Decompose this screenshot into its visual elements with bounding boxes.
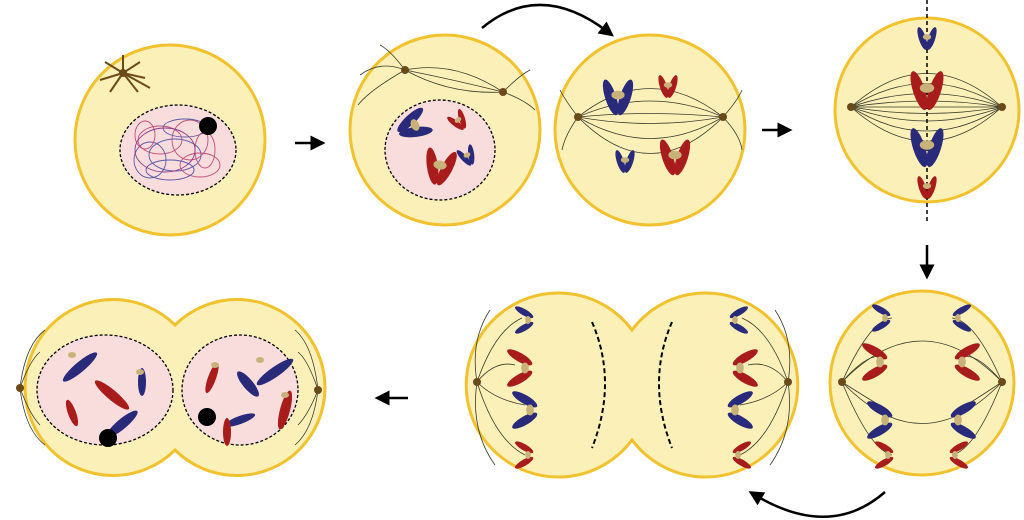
spindle-fibers: [19, 329, 319, 446]
prometaphase-cell: [553, 33, 747, 227]
interphase-cell: [73, 43, 267, 237]
telophase-cell: [464, 291, 800, 479]
decondensing-chromosomes: [62, 352, 294, 446]
anaphase-cell: [828, 289, 1016, 477]
nucleolus: [99, 429, 117, 447]
centrosome: [119, 69, 127, 77]
nucleus: [119, 104, 237, 196]
cleavage-line: [591, 321, 606, 449]
nucleolus: [199, 117, 217, 135]
spindle-fibers: [474, 309, 791, 466]
nucleolus: [198, 408, 216, 426]
metaphase-cell: [833, 0, 1021, 222]
curved-arrow-icon: [748, 491, 886, 518]
cytokinesis-cell: [16, 298, 327, 477]
prophase-cell: [348, 33, 542, 227]
spindle-fibers: [559, 88, 743, 154]
cleavage-line: [658, 321, 673, 449]
curved-arrow-icon: [481, 3, 614, 37]
spindle-fibers: [841, 317, 1003, 456]
